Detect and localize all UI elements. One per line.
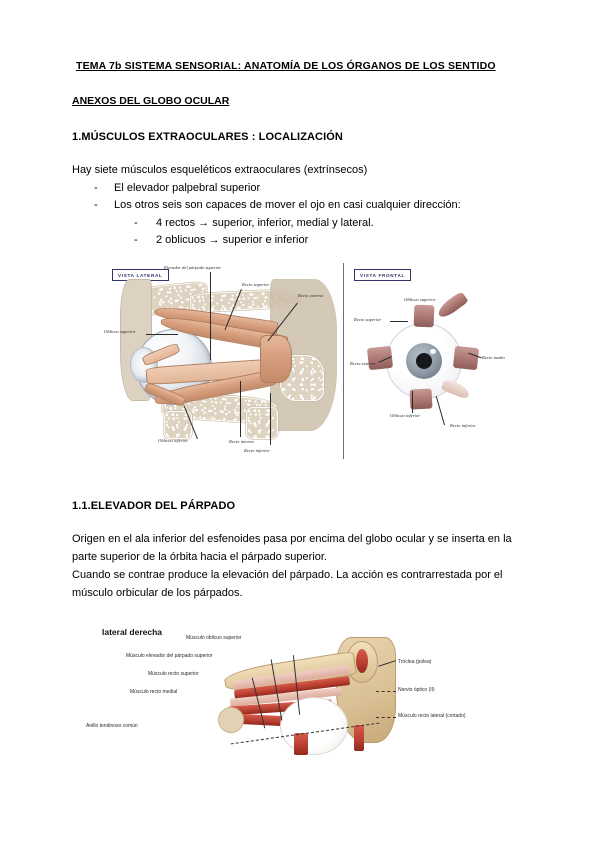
label-frontal-oblicuo-inferior: Oblicuo inferior [390,413,420,419]
paragraph-contraccion: Cuando se contrae produce la elevación d… [72,568,503,599]
frontal-eye-illustration [358,277,508,457]
leader-line-dashed [376,716,396,718]
label-musculo-recto-superior: Músculo recto superior [148,670,199,677]
sinus-mucosa [356,648,368,673]
lateral-eye-illustration [120,277,337,457]
label-frontal-recto-superior: Recto superior [354,317,382,323]
list-item: - Los otros seis son capaces de mover el … [72,197,532,214]
figure-caption-lateral-derecha: lateral derecha [102,626,163,637]
list-item: - 2 oblicuos → superior e inferior [72,232,532,249]
subsection-heading-elevador: 1.1.ELEVADOR DEL PÁRPADO [72,500,236,513]
pupil [416,353,432,370]
list-item-label: El elevador palpebral superior [114,181,261,194]
list-item: - El elevador palpebral superior [72,180,532,197]
label-recto-interno: Recto interno [229,439,254,445]
eyeball-globe-sectioned [280,696,348,755]
leader-line [412,391,413,414]
label-musculo-recto-lateral: Músculo recto lateral (cortado) [398,712,466,719]
zygomatic-bone [246,407,278,440]
sphenoid-bone [280,355,324,402]
figure-divider [343,263,344,460]
label-elevador-parpado-superior: Elevador del párpado superior [164,265,222,271]
view-label-frontal: VISTA FRONTAL [354,269,411,282]
cut-muscle-stump-2 [354,724,364,751]
bullet-list-level1: - El elevador palpebral superior - Los otr… [72,180,532,215]
corneal-reflex-glint [430,349,436,355]
bullet-list-level2: - 4 rectos → superior, inferior, medial y… [72,215,532,250]
leader-line [390,321,408,322]
label-musculo-elevador-parpado: Músculo elevador del párpado superior [126,652,213,659]
label-musculo-oblicuo-superior: Músculo oblicuo superior [186,634,242,641]
paragraph-origen: Origen en el ala inferior del esfenoides… [72,533,512,564]
leader-line [146,334,178,335]
bullet-dash: - [134,233,138,246]
leader-line-dashed [376,690,396,692]
document-content: TEMA 7b SISTEMA SENSORIAL: ANATOMÍA DE L… [68,60,538,766]
leader-line [270,393,271,446]
label-recto-inferior: Recto inferior [244,448,270,454]
label-recto-externo: Recto externo [298,293,324,299]
orbit-dissection-illustration [218,636,428,759]
label-troclea-polea: Tróclea (polea) [398,658,432,665]
label-nervio-optico: Nervio óptico (II) [398,686,435,693]
leader-line [210,272,211,361]
label-oblicuo-inferior: Oblicuo inferior [158,438,188,444]
label-oblicuo-superior: Oblicuo superior [104,329,136,335]
subsection-heading-musculos: 1.MÚSCULOS EXTRAOCULARES : LOCALIZACIÓN [72,131,343,143]
figure-orbit-lateral-right: lateral derecha Músc [68,620,538,766]
list-item: - 4 rectos → superior, inferior, medial y… [72,215,532,232]
muscle-cone-apex [260,335,292,384]
bullet-dash: - [134,216,138,229]
label-anillo-tendinoso-comun: Anillo tendinoso común [86,722,138,729]
annulus-tendineus [218,706,244,733]
leader-line [240,381,241,438]
bullet-dash: - [94,199,98,212]
list-item-label: 2 oblicuos → superior e inferior [156,233,309,246]
label-frontal-recto-medio: Recto medio [482,355,505,361]
label-recto-superior: Recto superior [242,282,270,288]
label-frontal-recto-externo: Recto externo [350,361,376,367]
label-frontal-oblicuo-superior: Oblicuo superior [404,297,436,303]
cut-muscle-stump-1 [294,732,308,755]
superior-oblique-insertion [435,291,469,321]
superior-rectus-insertion [413,304,435,328]
intro-paragraph: Hay siete músculos esqueléticos extraocu… [72,164,368,176]
medial-rectus-insertion [452,346,480,371]
label-musculo-recto-medial: Músculo recto medial [130,688,178,695]
bullet-dash: - [94,181,98,194]
list-item-label: Los otros seis son capaces de mover el o… [114,199,461,212]
figure-extraocular-muscles: VISTA LATERAL [102,263,514,469]
inferior-rectus-insertion [409,388,433,410]
document-title: TEMA 7b SISTEMA SENSORIAL: ANATOMÍA DE L… [76,60,496,72]
section-heading-anexos: ANEXOS DEL GLOBO OCULAR [72,95,230,107]
label-frontal-recto-inferior: Recto inferior [450,423,476,429]
list-item-label: 4 rectos → superior, inferior, medial y … [156,216,374,229]
maxilla-bone [164,411,192,440]
inferior-oblique-insertion [440,378,472,401]
